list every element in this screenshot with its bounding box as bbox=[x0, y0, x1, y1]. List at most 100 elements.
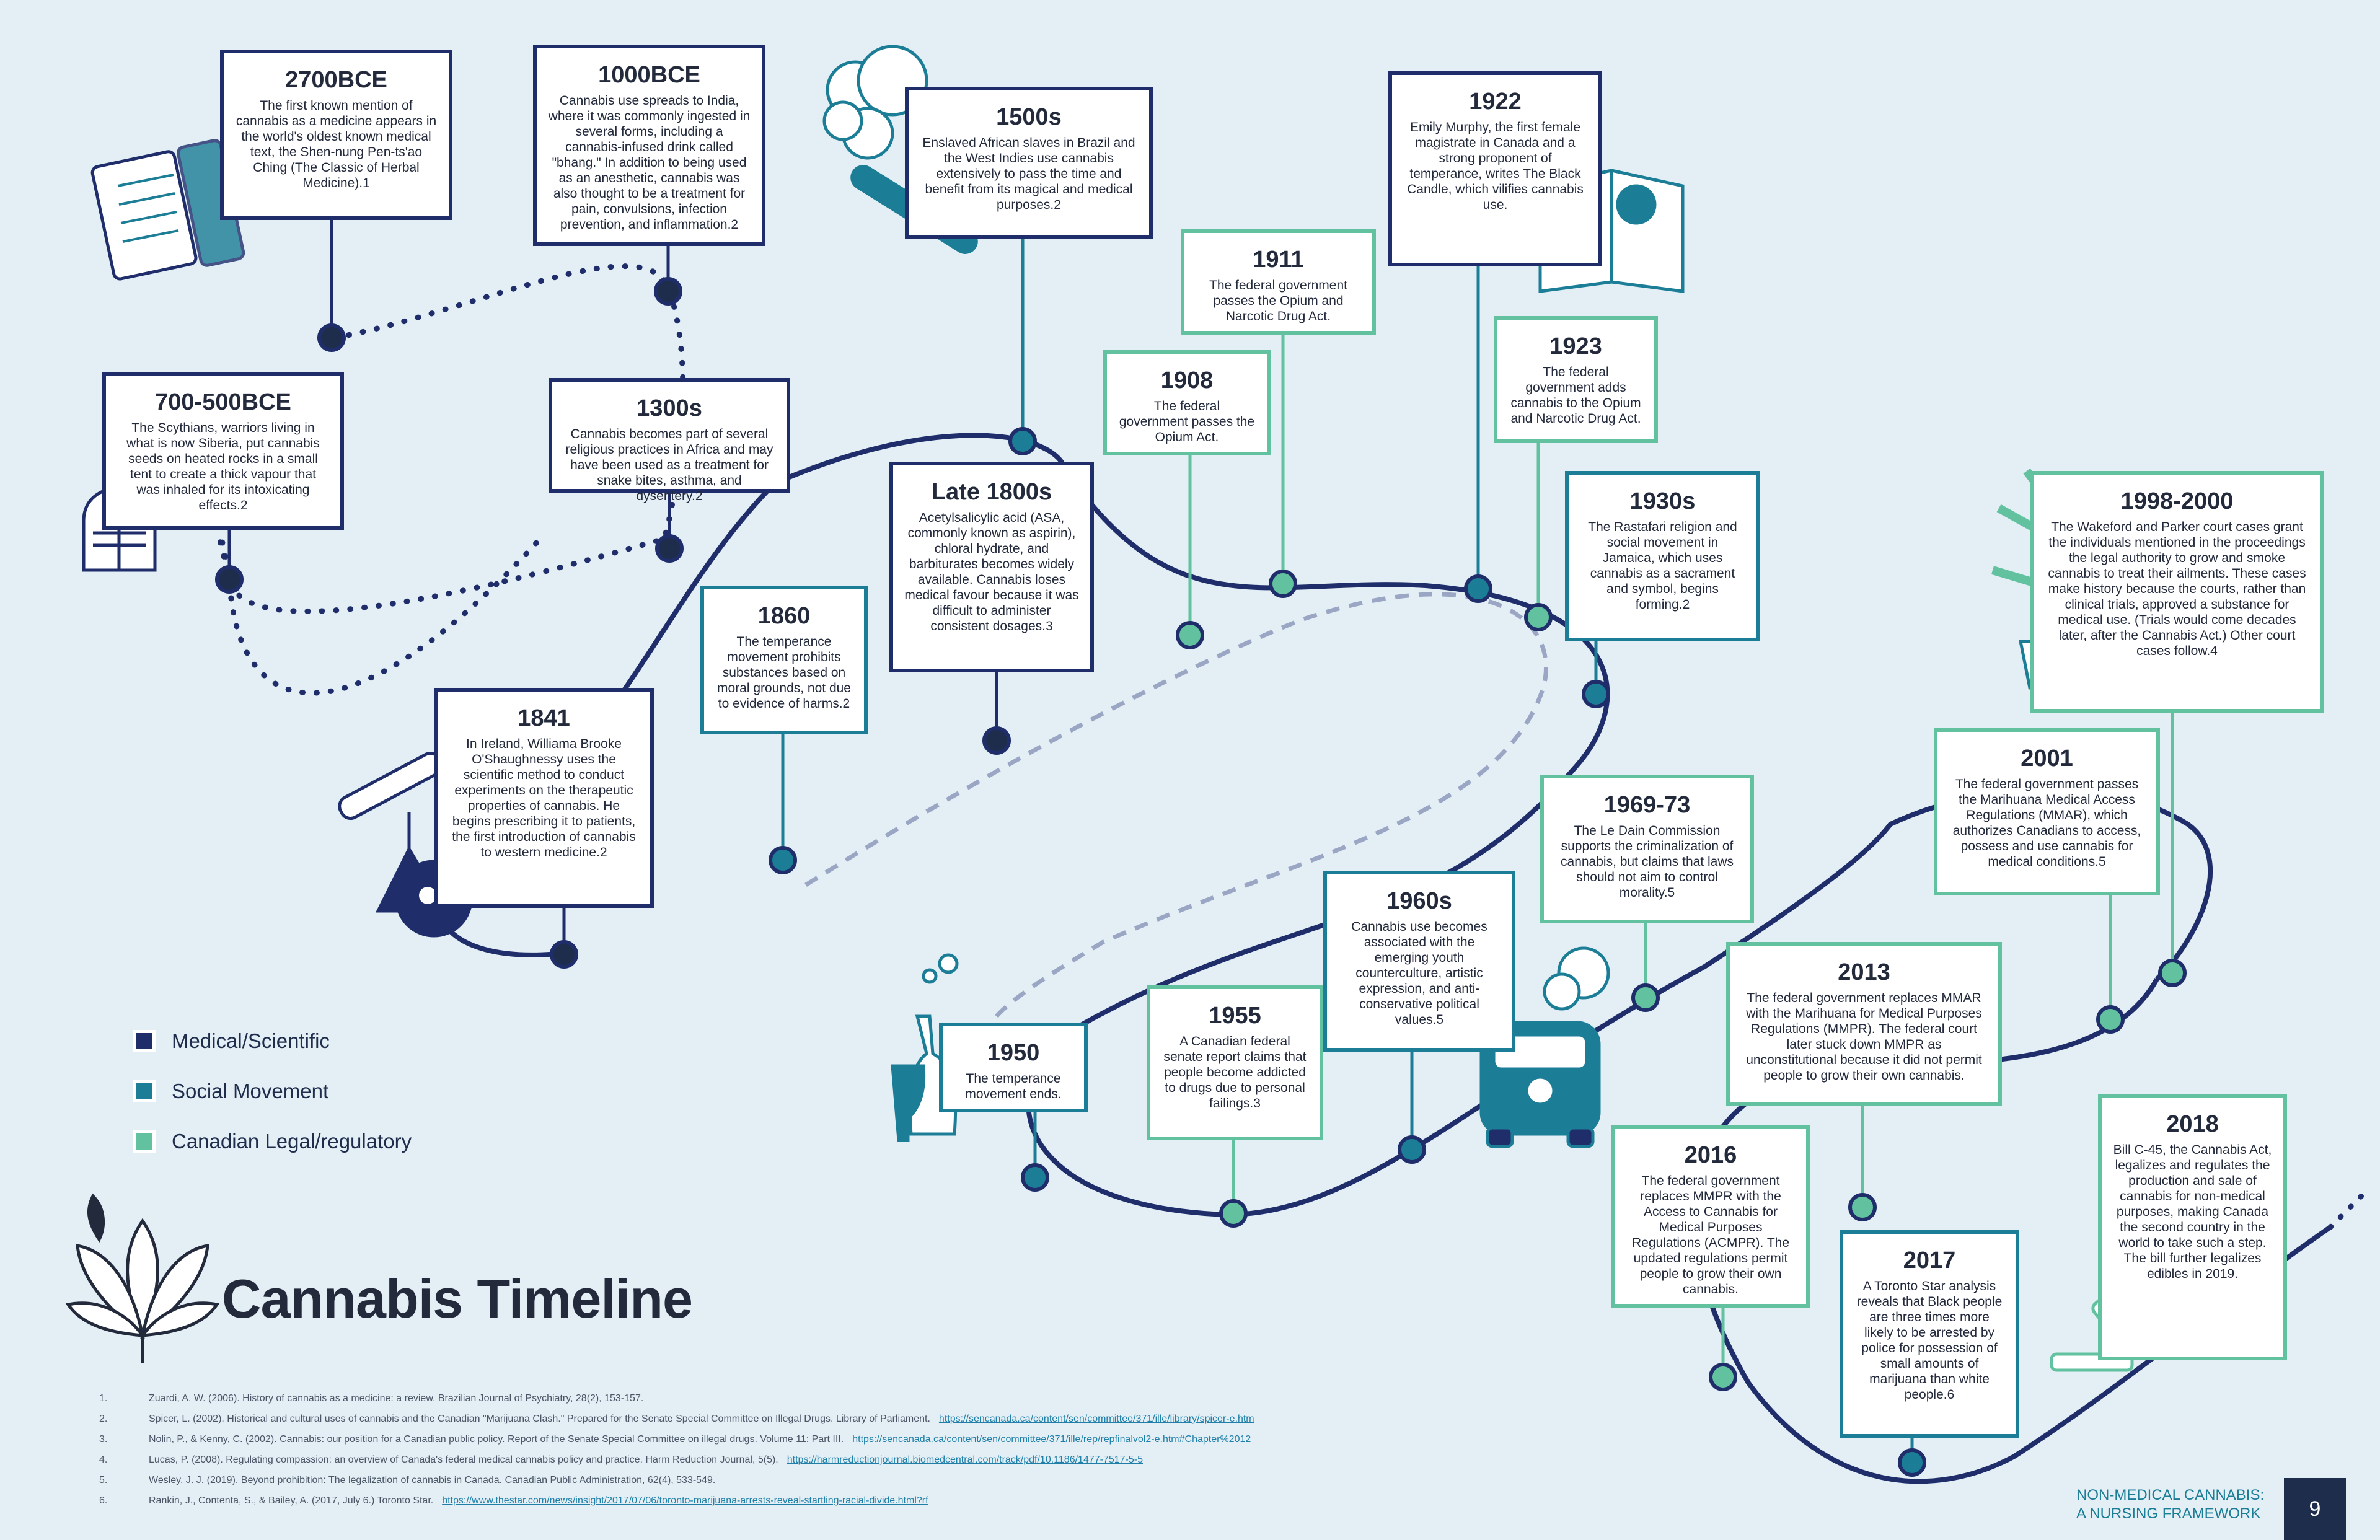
reference-item: 3.Nolin, P., & Kenny, C. (2002). Cannabi… bbox=[99, 1432, 1959, 1447]
node-700bce bbox=[215, 565, 244, 594]
event-year: 1911 bbox=[1253, 247, 1304, 273]
event-text: Cannabis use becomes associated with the… bbox=[1351, 920, 1488, 1027]
legend-item-medical: Medical/Scientific bbox=[133, 1029, 412, 1054]
event-text: The first known mention of cannabis as a… bbox=[236, 99, 437, 190]
node-late1800s bbox=[982, 726, 1011, 755]
event-1300s: 1300s Cannabis becomes part of several r… bbox=[549, 378, 790, 503]
legend-item-social: Social Movement bbox=[133, 1079, 412, 1104]
legend: Medical/Scientific Social Movement Canad… bbox=[133, 1029, 412, 1179]
node-1500s bbox=[1008, 427, 1037, 455]
node-1950 bbox=[1021, 1163, 1049, 1192]
event-year: 700-500BCE bbox=[155, 389, 291, 415]
event-2017: 2017 A Toronto Star analysis reveals tha… bbox=[1840, 1230, 2019, 1438]
legend-swatch-medical bbox=[133, 1030, 156, 1052]
event-2016: 2016 The federal government replaces MMP… bbox=[1611, 1125, 1810, 1308]
event-text: The Le Dain Commission supports the crim… bbox=[1561, 824, 1734, 900]
event-year: 1841 bbox=[518, 705, 570, 731]
legend-label: Medical/Scientific bbox=[172, 1029, 330, 1052]
event-year: 1960s bbox=[1386, 888, 1452, 914]
node-1860 bbox=[769, 846, 797, 874]
node-1960s bbox=[1398, 1135, 1426, 1164]
event-year: 1000BCE bbox=[598, 62, 700, 88]
node-1908 bbox=[1176, 621, 1204, 649]
event-2018: 2018 Bill C-45, the Cannabis Act, legali… bbox=[2098, 1094, 2287, 1360]
event-1930s: 1930s The Rastafari religion and social … bbox=[1565, 471, 1760, 641]
event-text: Emily Murphy, the first female magistrat… bbox=[1407, 120, 1584, 212]
event-year: 1922 bbox=[1469, 89, 1522, 115]
event-1000bce: 1000BCE Cannabis use spreads to India, w… bbox=[533, 45, 765, 246]
dotted-early-path bbox=[216, 263, 686, 696]
legend-swatch-social bbox=[133, 1080, 156, 1102]
reference-item: 5.Wesley, J. J. (2019). Beyond prohibiti… bbox=[99, 1475, 716, 1485]
event-year: 2700BCE bbox=[285, 67, 387, 93]
reference-item: 4.Lucas, P. (2008). Regulating compassio… bbox=[99, 1453, 1959, 1467]
event-1911: 1911 The federal government passes the O… bbox=[1181, 229, 1376, 335]
node-2016 bbox=[1709, 1363, 1737, 1391]
event-year: 2018 bbox=[2166, 1111, 2219, 1137]
event-text: The temperance movement prohibits substa… bbox=[717, 635, 851, 711]
event-2013: 2013 The federal government replaces MMA… bbox=[1726, 942, 2002, 1106]
footer-publication: NON-MEDICAL CANNABIS: A NURSING FRAMEWOR… bbox=[2076, 1486, 2264, 1523]
event-text: The Wakeford and Parker court cases gran… bbox=[2048, 520, 2306, 658]
event-year: 1908 bbox=[1160, 367, 1214, 394]
node-2700bce bbox=[317, 323, 346, 352]
event-text: The federal government replaces MMAR wit… bbox=[1746, 991, 1982, 1083]
event-1860: 1860 The temperance movement prohibits s… bbox=[700, 586, 868, 734]
page-title: Cannabis Timeline bbox=[222, 1268, 693, 1329]
event-text: Acetylsalicylic acid (ASA, commonly know… bbox=[904, 511, 1079, 633]
event-1950: 1950 The temperance movement ends. bbox=[939, 1023, 1088, 1112]
node-2017 bbox=[1898, 1448, 1926, 1477]
node-1911 bbox=[1269, 570, 1297, 598]
node-1930s bbox=[1582, 680, 1610, 708]
event-1923: 1923 The federal government adds cannabi… bbox=[1494, 316, 1658, 443]
event-year: 1930s bbox=[1629, 488, 1696, 514]
event-year: 2001 bbox=[2021, 746, 2073, 772]
node-1955 bbox=[1219, 1199, 1248, 1228]
node-2013 bbox=[1848, 1193, 1877, 1221]
scroll-icon bbox=[90, 139, 245, 281]
event-text: The temperance movement ends. bbox=[965, 1071, 1062, 1101]
cannabis-leaf-icon bbox=[65, 1193, 220, 1363]
event-text: A Toronto Star analysis reveals that Bla… bbox=[1856, 1279, 2003, 1402]
footer-line: NON-MEDICAL CANNABIS: bbox=[2076, 1487, 2265, 1503]
reference-item: 1.Zuardi, A. W. (2006). History of canna… bbox=[99, 1393, 644, 1404]
event-text: Enslaved African slaves in Brazil and th… bbox=[922, 136, 1135, 212]
event-year: 1969-73 bbox=[1603, 792, 1691, 818]
event-1969-73: 1969-73 The Le Dain Commission supports … bbox=[1540, 775, 1754, 923]
event-1955: 1955 A Canadian federal senate report cl… bbox=[1147, 985, 1323, 1140]
event-text: A Canadian federal senate report claims … bbox=[1163, 1034, 1307, 1111]
reference-item: 2.Spicer, L. (2002). Historical and cult… bbox=[99, 1412, 1959, 1427]
page-number: 9 bbox=[2284, 1478, 2346, 1540]
reference-link[interactable]: https://sencanada.ca/content/sen/committ… bbox=[938, 1414, 1254, 1424]
node-1969 bbox=[1631, 983, 1660, 1012]
event-year: 2017 bbox=[1903, 1247, 1956, 1274]
node-1300s bbox=[655, 534, 684, 563]
event-1922: 1922 Emily Murphy, the first female magi… bbox=[1388, 71, 1602, 266]
event-1998-2000: 1998-2000 The Wakeford and Parker court … bbox=[2030, 471, 2324, 713]
reference-link[interactable]: https://harmreductionjournal.biomedcentr… bbox=[787, 1454, 1144, 1465]
node-dots bbox=[215, 277, 2187, 1477]
dashed-inner-path bbox=[804, 592, 1548, 1024]
future-dotted-path bbox=[2327, 1187, 2371, 1230]
reference-item: 6.Rankin, J., Contenta, S., & Bailey, A.… bbox=[99, 1494, 1959, 1508]
legend-label: Canadian Legal/regulatory bbox=[172, 1130, 412, 1153]
event-1841: 1841 In Ireland, Williama Brooke O'Shaug… bbox=[434, 688, 654, 908]
reference-link[interactable]: https://sencanada.ca/content/sen/committ… bbox=[852, 1434, 1251, 1445]
reference-link[interactable]: https://www.thestar.com/news/insight/201… bbox=[442, 1495, 928, 1506]
event-text: The federal government adds cannabis to … bbox=[1510, 365, 1641, 426]
legend-label: Social Movement bbox=[172, 1080, 329, 1102]
event-text: The Rastafari religion and social moveme… bbox=[1588, 520, 1737, 612]
event-year: 1950 bbox=[987, 1040, 1040, 1066]
event-year: 1500s bbox=[996, 104, 1062, 130]
event-year: 1860 bbox=[757, 603, 811, 629]
event-year: 2016 bbox=[1684, 1142, 1737, 1168]
node-1841 bbox=[550, 940, 578, 969]
event-text: Bill C-45, the Cannabis Act, legalizes a… bbox=[2113, 1143, 2272, 1281]
event-2001: 2001 The federal government passes the M… bbox=[1934, 728, 2160, 895]
legend-item-canadian: Canadian Legal/regulatory bbox=[133, 1129, 412, 1154]
event-late-1800s: Late 1800s Acetylsalicylic acid (ASA, co… bbox=[889, 462, 1094, 672]
event-text: The federal government passes the Opium … bbox=[1119, 399, 1255, 444]
event-700-500bce: 700-500BCE The Scythians, warriors livin… bbox=[102, 372, 344, 530]
event-1500s: 1500s Enslaved African slaves in Brazil … bbox=[905, 87, 1153, 239]
